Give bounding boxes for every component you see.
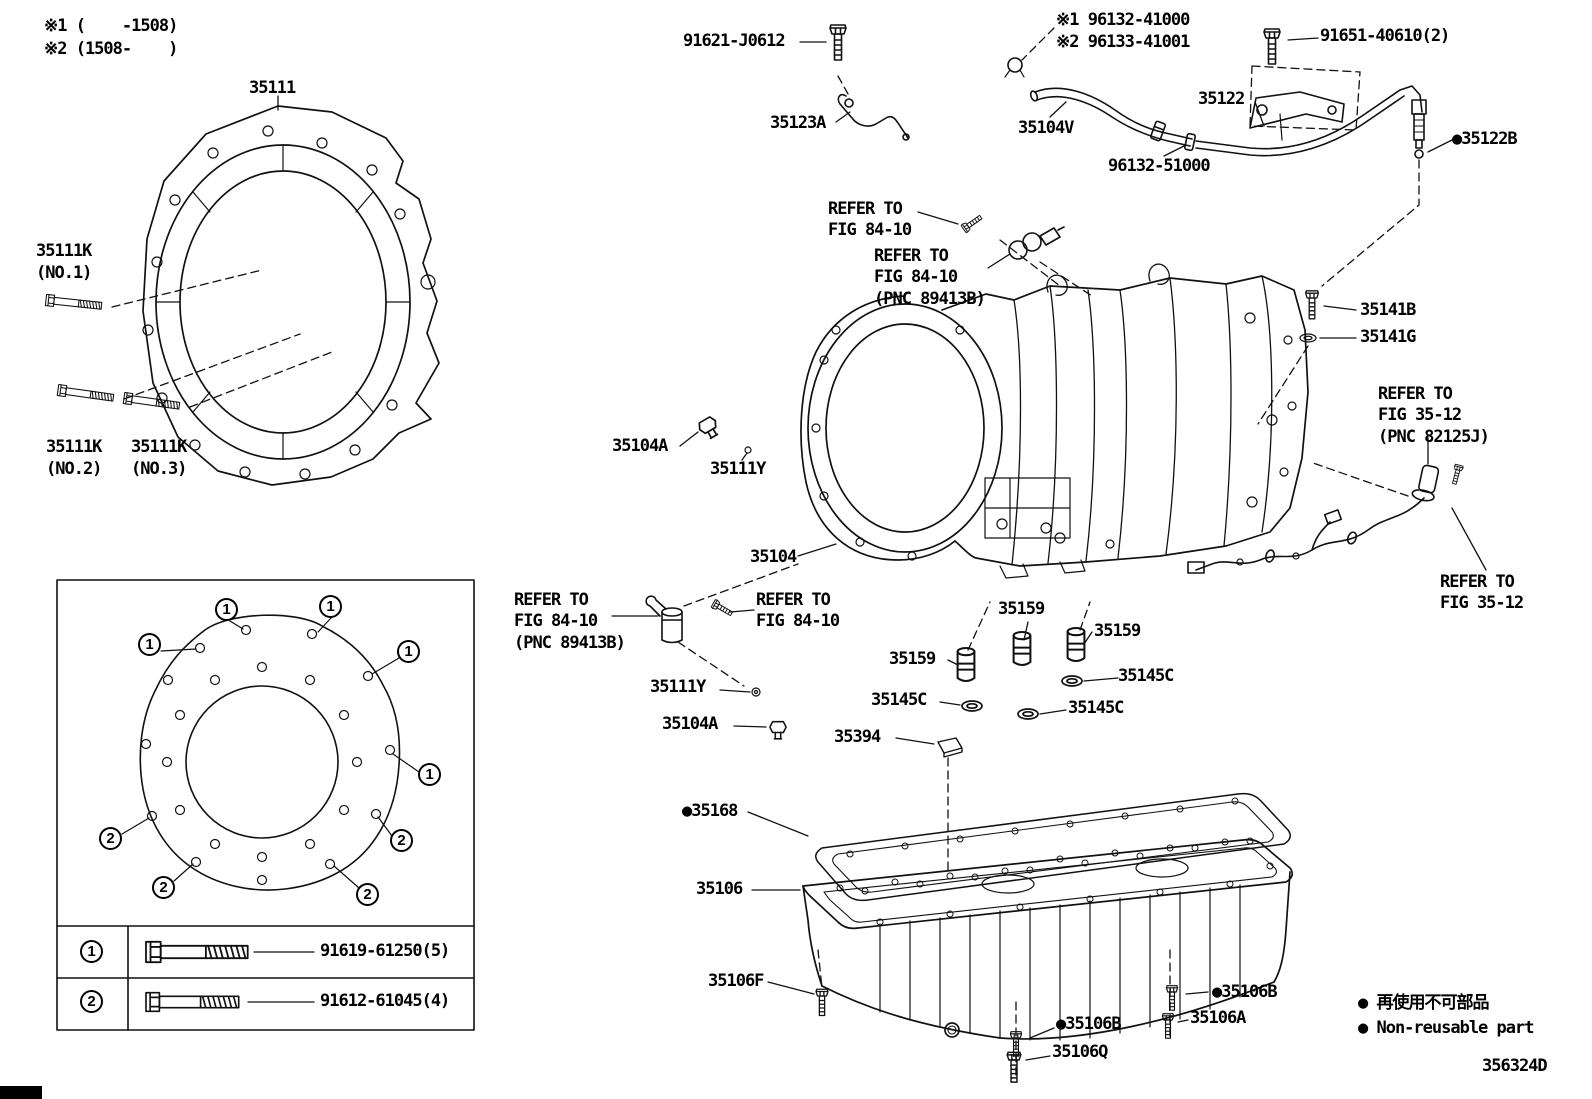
part-label-35106b-2: ●35106B — [1056, 1014, 1122, 1034]
legend-non-reusable-jp: ● 再使用不可部品 — [1358, 993, 1489, 1013]
assembly-marker-2: 2 — [356, 883, 379, 906]
part-label-35111: 35111 — [249, 78, 296, 98]
part-label-35111k-3: 35111K — [131, 437, 187, 457]
part-label-35106: 35106 — [696, 879, 743, 899]
part-label-35145c-1: 35145C — [1118, 666, 1174, 686]
part-label-35159-2: 35159 — [1094, 621, 1141, 641]
table-marker-1: 1 — [80, 940, 103, 963]
part-label-35122b: ●35122B — [1452, 129, 1518, 149]
refer-note-fig35-12-a: REFER TO FIG 35-12 (PNC 82125J) — [1378, 384, 1490, 447]
refer-note-fig84-10-a: REFER TO FIG 84-10 — [828, 199, 912, 241]
part-label-35394: 35394 — [834, 727, 881, 747]
part-label-35104v: 35104V — [1018, 118, 1074, 138]
breather-pipe-assembly-drawing — [829, 24, 1427, 159]
part-label-35111k-3-no: (NO.3) — [131, 459, 187, 479]
part-label-35111k-1-no: (NO.1) — [36, 263, 92, 283]
legend-non-reusable-en: ● Non-reusable part — [1358, 1018, 1534, 1038]
part-label-96133-41001: ※2 96133-41001 — [1056, 32, 1190, 52]
part-label-35106f: 35106F — [708, 971, 764, 991]
assembly-marker-2: 2 — [390, 829, 413, 852]
sensor-parts-drawing — [645, 212, 1464, 644]
part-label-35106a: 35106A — [1190, 1008, 1246, 1028]
table-part-91612-61045: 91612-61045(4) — [320, 991, 450, 1011]
bell-housing-drawing — [44, 95, 440, 486]
assembly-marker-1: 1 — [138, 633, 161, 656]
part-label-96132-41000: ※1 96132-41000 — [1056, 10, 1190, 30]
assembly-marker-2: 2 — [99, 827, 122, 850]
part-label-35168: ●35168 — [682, 801, 738, 821]
oil-pan-gasket-drawing — [815, 792, 1291, 902]
part-label-35104a-1: 35104A — [612, 436, 668, 456]
part-label-96132-51000: 96132-51000 — [1108, 156, 1211, 176]
part-label-35111y-1: 35111Y — [710, 459, 766, 479]
part-label-91651-40610: 91651-40610(2) — [1320, 26, 1450, 46]
table-part-91619-61250: 91619-61250(5) — [320, 941, 450, 961]
oil-pan-drawing — [802, 838, 1294, 1083]
part-label-35123a: 35123A — [770, 113, 826, 133]
part-label-35111k-2-no: (NO.2) — [46, 459, 102, 479]
part-label-35104a-2: 35104A — [662, 714, 718, 734]
note-1: ※1 ( -1508) — [44, 16, 178, 36]
assembly-marker-1: 1 — [418, 763, 441, 786]
note-2: ※2 (1508- ) — [44, 39, 178, 59]
part-label-35145c-3: 35145C — [1068, 698, 1124, 718]
assembly-marker-1: 1 — [215, 598, 238, 621]
figure-code: 356324D — [1482, 1056, 1548, 1076]
refer-note-fig84-10-d: REFER TO FIG 84-10 — [756, 590, 840, 632]
refer-note-fig84-10-b: REFER TO FIG 84-10 (PNC 89413B) — [874, 246, 986, 309]
bolt-position-box — [56, 579, 475, 1031]
assembly-marker-1: 1 — [397, 640, 420, 663]
part-label-35122: 35122 — [1198, 89, 1245, 109]
transmission-case-drawing — [695, 263, 1309, 758]
corner-artifact — [0, 1086, 42, 1099]
part-label-35111k-1: 35111K — [36, 241, 92, 261]
part-label-35145c-2: 35145C — [871, 690, 927, 710]
assembly-marker-2: 2 — [152, 876, 175, 899]
part-label-35111k-2: 35111K — [46, 437, 102, 457]
refer-note-fig84-10-c: REFER TO FIG 84-10 (PNC 89413B) — [514, 590, 626, 653]
part-label-35159-3: 35159 — [889, 649, 936, 669]
part-label-35141b: 35141B — [1360, 300, 1416, 320]
assembly-marker-1: 1 — [319, 595, 342, 618]
dashed-lines — [111, 27, 1420, 1076]
part-label-91621-j0612: 91621-J0612 — [683, 31, 786, 51]
part-label-35106q: 35106Q — [1052, 1042, 1108, 1062]
part-label-35141g: 35141G — [1360, 327, 1416, 347]
leader-lines — [611, 37, 1487, 1061]
table-marker-2: 2 — [80, 990, 103, 1013]
part-label-35106b-1: ●35106B — [1212, 982, 1278, 1002]
part-label-35104: 35104 — [750, 547, 797, 567]
part-label-35111y-2: 35111Y — [650, 677, 706, 697]
part-label-35159-1: 35159 — [998, 599, 1045, 619]
refer-note-fig35-12-b: REFER TO FIG 35-12 — [1440, 572, 1524, 614]
